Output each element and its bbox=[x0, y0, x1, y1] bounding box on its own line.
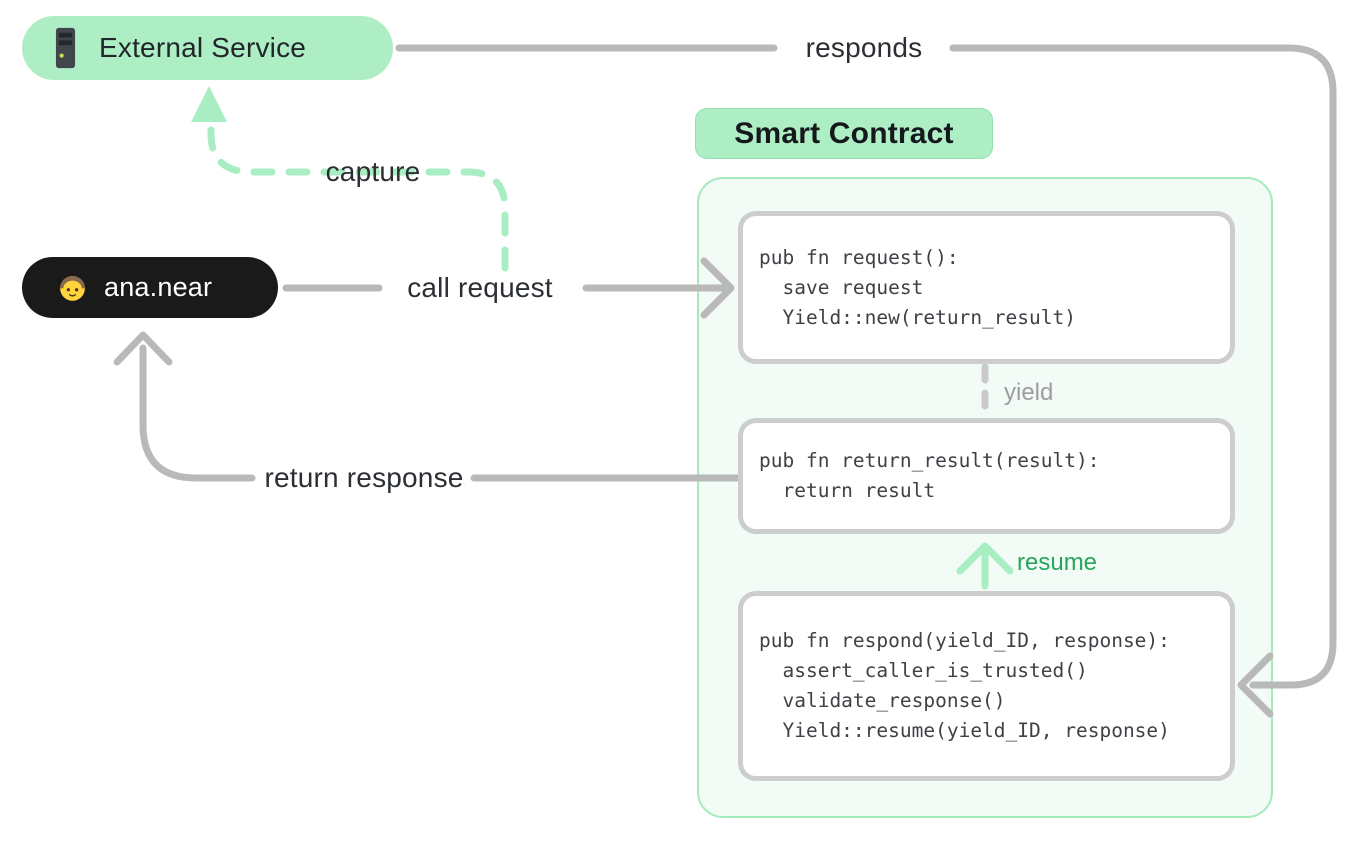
code-block-return-result: pub fn return_result(result): return res… bbox=[738, 418, 1235, 534]
edge-label-call-request: call request bbox=[407, 272, 553, 303]
code-line: pub fn respond(yield_ID, response): bbox=[759, 629, 1170, 652]
edge-label-responds: responds bbox=[805, 32, 923, 63]
code-line: return result bbox=[759, 479, 936, 502]
edge-label-capture: capture bbox=[325, 156, 421, 187]
capture-arrowhead bbox=[191, 86, 227, 122]
code-line: save request bbox=[759, 275, 924, 299]
edge-label-resume: resume bbox=[1017, 549, 1098, 576]
return-response-line-curve bbox=[139, 344, 256, 482]
person-icon bbox=[56, 271, 89, 304]
user-node: ana.near bbox=[22, 257, 278, 318]
code-line: Yield::new(return_result) bbox=[759, 305, 1076, 329]
return-response-arrowhead bbox=[113, 331, 173, 366]
code-line: pub fn return_result(result): bbox=[759, 449, 1100, 472]
external-service-label: External Service bbox=[99, 32, 307, 63]
server-icon bbox=[52, 26, 79, 70]
capture-dashed-line bbox=[207, 120, 509, 272]
code-block-respond: pub fn respond(yield_ID, response): asse… bbox=[738, 591, 1235, 781]
user-label: ana.near bbox=[104, 272, 213, 302]
code-line: assert_caller_is_trusted() bbox=[759, 659, 1088, 682]
code-block-request: pub fn request(): save request Yield::ne… bbox=[738, 211, 1235, 364]
external-service-node: External Service bbox=[22, 16, 393, 80]
edge-label-yield: yield bbox=[1004, 379, 1054, 406]
code-line: pub fn request(): bbox=[759, 245, 959, 269]
code-line: Yield::resume(yield_ID, response) bbox=[759, 719, 1170, 742]
smart-contract-badge: Smart Contract bbox=[695, 108, 993, 159]
edge-label-return-response: return response bbox=[264, 462, 464, 493]
smart-contract-label: Smart Contract bbox=[734, 116, 954, 150]
code-line: validate_response() bbox=[759, 689, 1006, 712]
